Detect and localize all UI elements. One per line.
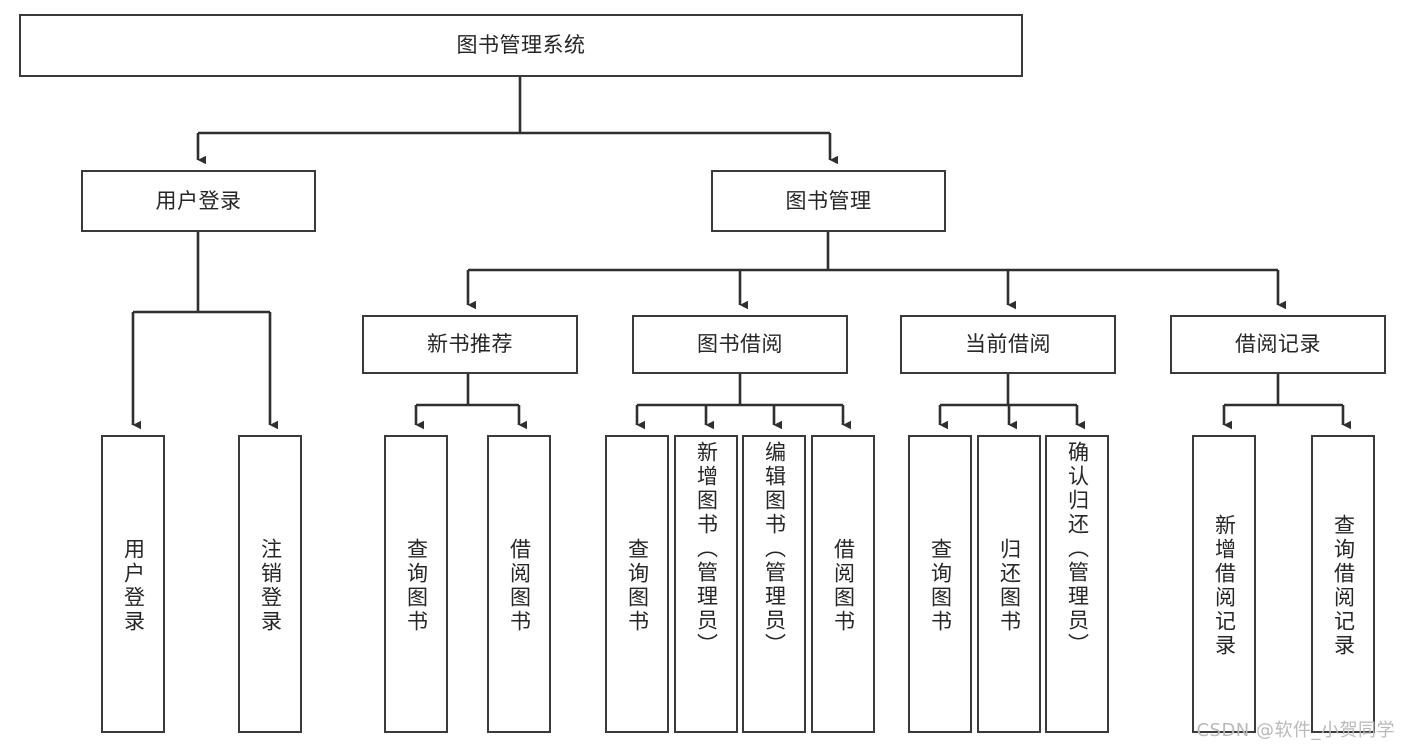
node-leaf-add-book[interactable]: 新增图书（管理员） — [674, 435, 738, 733]
node-book-management[interactable]: 图书管理 — [711, 170, 946, 232]
node-book-borrow-label: 图书借阅 — [697, 332, 783, 357]
node-leaf-logout-label: 注销登录 — [258, 538, 283, 634]
node-leaf-query-record[interactable]: 查询借阅记录 — [1311, 435, 1375, 733]
node-leaf-borrow-book-2[interactable]: 借阅图书 — [811, 435, 875, 733]
node-leaf-query-book-1-label: 查询图书 — [404, 538, 429, 634]
node-leaf-query-book-2-label: 查询图书 — [625, 538, 650, 634]
node-user-login[interactable]: 用户登录 — [81, 170, 316, 232]
node-book-management-label: 图书管理 — [785, 188, 872, 213]
node-book-borrow[interactable]: 图书借阅 — [632, 315, 848, 374]
node-borrow-record-label: 借阅记录 — [1235, 332, 1321, 357]
node-leaf-return-book[interactable]: 归还图书 — [977, 435, 1041, 733]
node-new-book-recommend-label: 新书推荐 — [427, 332, 513, 357]
node-leaf-borrow-book-1-label: 借阅图书 — [507, 538, 532, 634]
node-leaf-query-book-3-label: 查询图书 — [928, 538, 953, 634]
node-leaf-user-login[interactable]: 用户登录 — [101, 435, 165, 733]
node-user-login-label: 用户登录 — [155, 188, 242, 213]
node-current-borrow-label: 当前借阅 — [965, 332, 1051, 357]
node-root-label: 图书管理系统 — [456, 33, 586, 58]
node-leaf-edit-book[interactable]: 编辑图书（管理员） — [742, 435, 806, 733]
node-root[interactable]: 图书管理系统 — [19, 14, 1023, 77]
node-leaf-query-book-1[interactable]: 查询图书 — [384, 435, 448, 733]
node-borrow-record[interactable]: 借阅记录 — [1170, 315, 1386, 374]
node-leaf-logout[interactable]: 注销登录 — [238, 435, 302, 733]
node-leaf-query-book-3[interactable]: 查询图书 — [908, 435, 972, 733]
node-leaf-return-book-label: 归还图书 — [997, 538, 1022, 634]
node-leaf-confirm-return-label: 确认归还（管理员） — [1065, 441, 1090, 657]
node-leaf-add-record-label: 新增借阅记录 — [1212, 514, 1237, 658]
node-leaf-confirm-return[interactable]: 确认归还（管理员） — [1045, 435, 1109, 733]
node-current-borrow[interactable]: 当前借阅 — [900, 315, 1116, 374]
node-leaf-borrow-book-2-label: 借阅图书 — [831, 538, 856, 634]
watermark-text: CSDN @软件_小贺同学 — [1196, 720, 1395, 741]
node-leaf-query-book-2[interactable]: 查询图书 — [605, 435, 669, 733]
node-new-book-recommend[interactable]: 新书推荐 — [362, 315, 578, 374]
node-leaf-add-record[interactable]: 新增借阅记录 — [1192, 435, 1256, 733]
node-leaf-edit-book-label: 编辑图书（管理员） — [762, 441, 787, 657]
node-leaf-user-login-label: 用户登录 — [121, 538, 146, 634]
node-leaf-borrow-book-1[interactable]: 借阅图书 — [487, 435, 551, 733]
node-leaf-query-record-label: 查询借阅记录 — [1331, 514, 1356, 658]
node-leaf-add-book-label: 新增图书（管理员） — [694, 441, 719, 657]
